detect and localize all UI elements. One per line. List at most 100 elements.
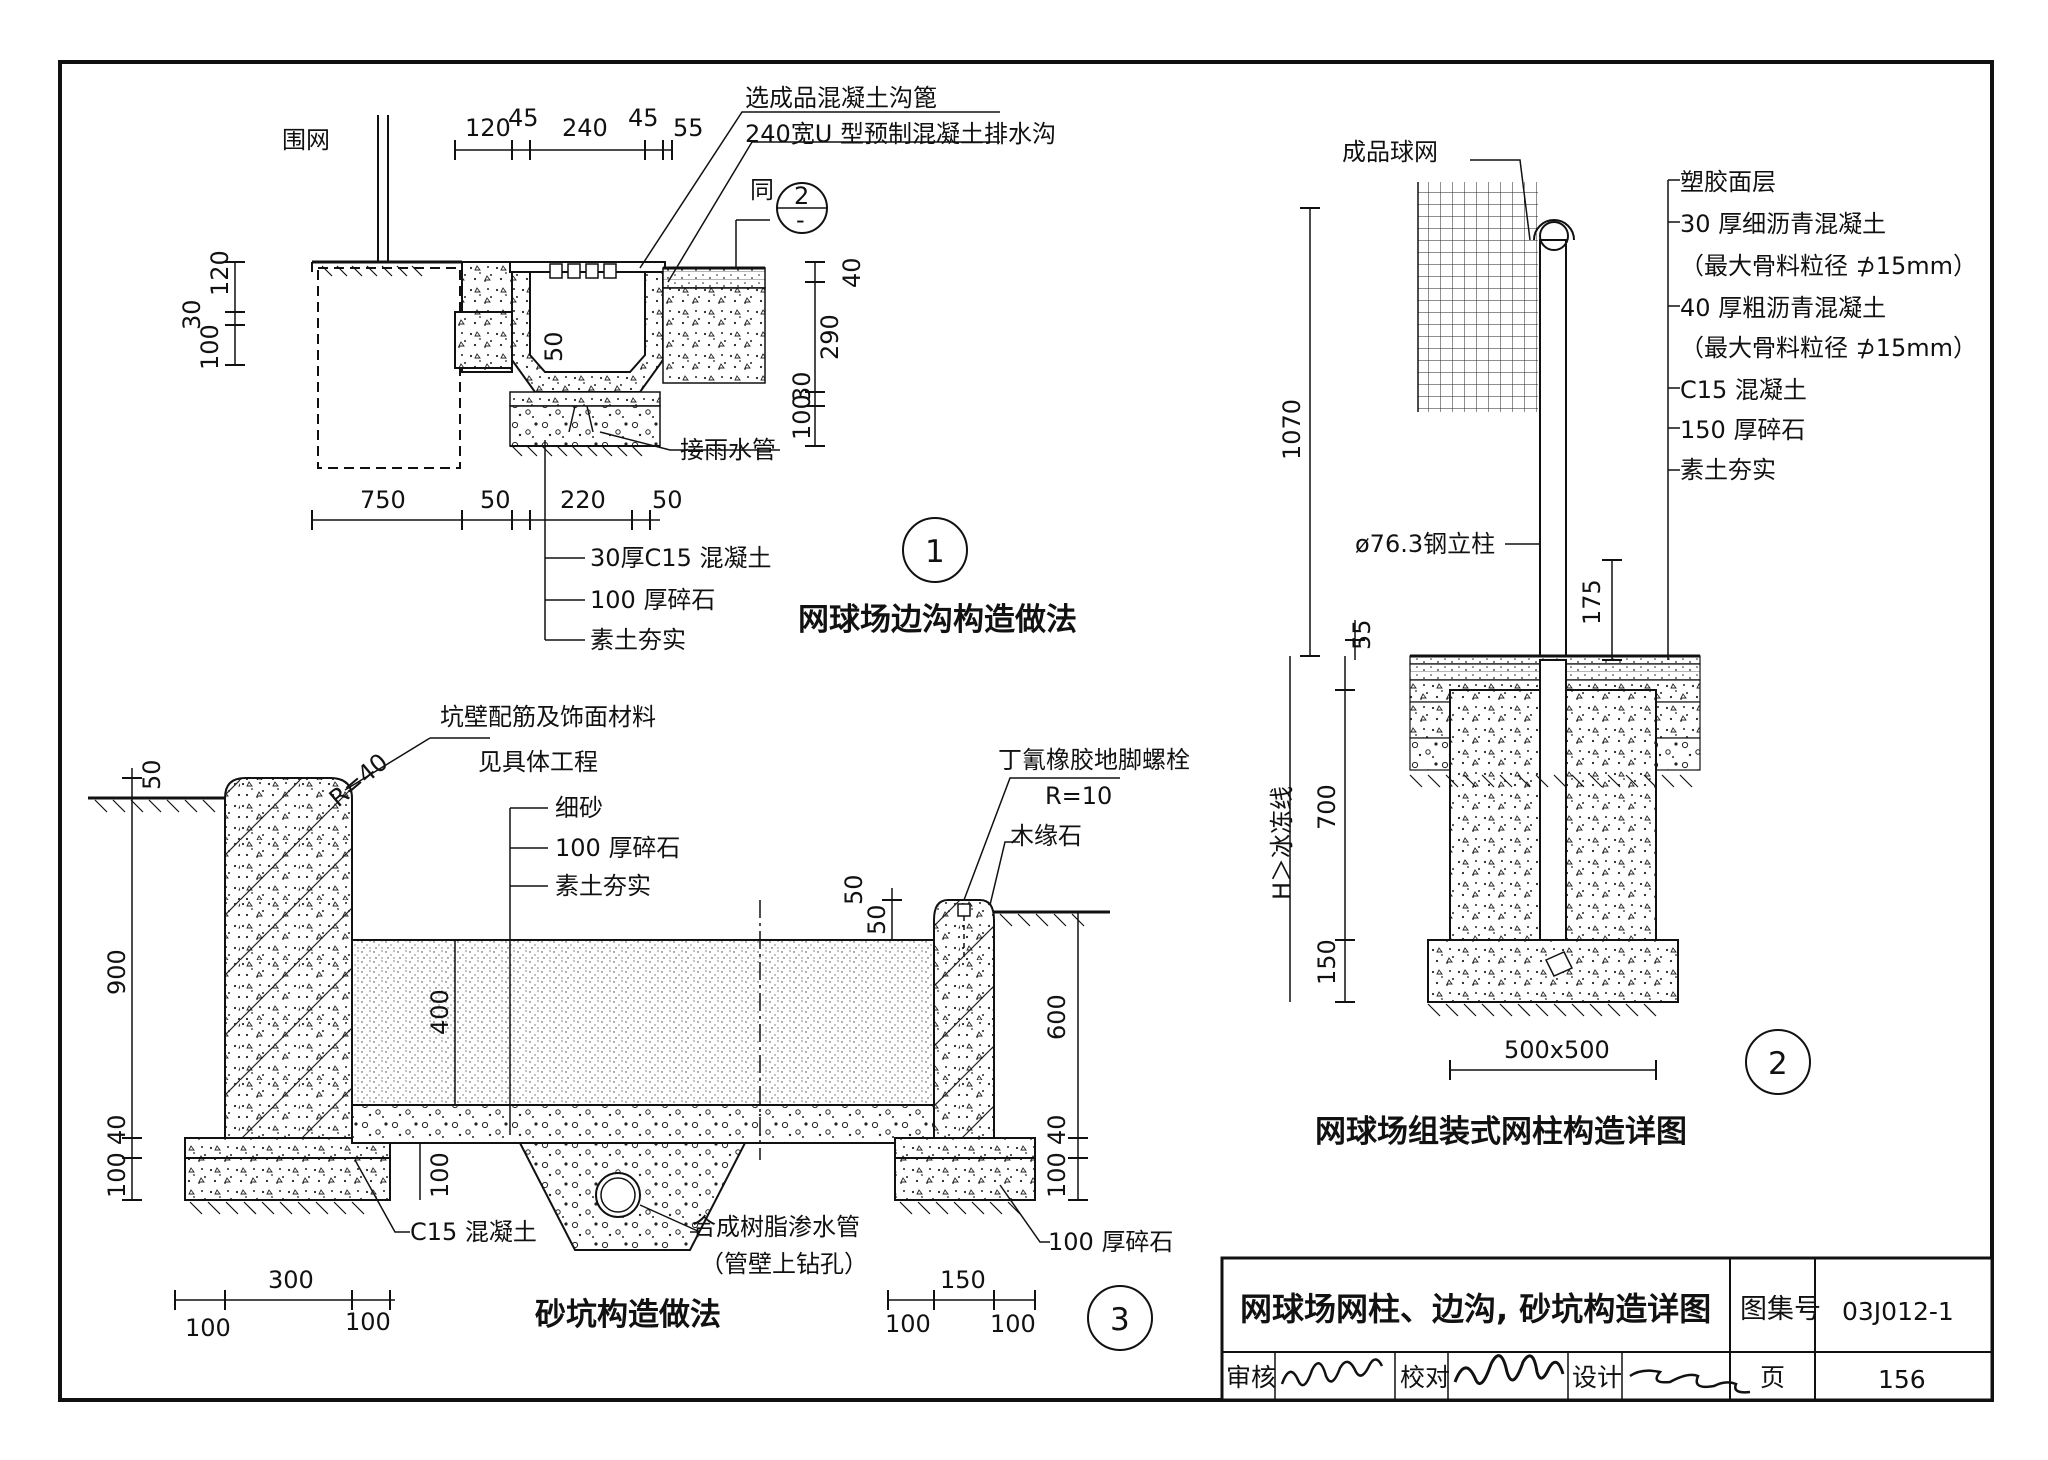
dim-d3-v50r-b: 50 xyxy=(863,904,891,935)
c15-base xyxy=(509,391,661,407)
curb-label: 木缘石 xyxy=(1010,822,1082,850)
drawing-3-title: 砂坑构造做法 xyxy=(535,1297,721,1333)
same-as-label: 同 xyxy=(750,176,774,204)
dim-d3-v900: 900 xyxy=(103,949,131,995)
sand-fill xyxy=(351,939,935,1106)
ref-circle-2 xyxy=(776,182,828,234)
dim-d1-220: 220 xyxy=(560,486,606,514)
dim-d1-45b: 45 xyxy=(628,104,659,132)
wall-note-1: 坑壁配筋及饰面材料 xyxy=(440,703,656,731)
check-label: 校对 xyxy=(1400,1363,1450,1392)
dim-d1-v30: 30 xyxy=(178,299,206,330)
d2-layer-6: C15 混凝土 xyxy=(1680,376,1807,404)
dim-d1-v120: 120 xyxy=(206,250,234,296)
dim-d3-150: 150 xyxy=(940,1266,986,1294)
d1-layer-2: 100 厚碎石 xyxy=(590,586,715,614)
atlas-label: 图集号 xyxy=(1740,1294,1821,1325)
drawing-1-side-ditch: 围网 120 xyxy=(178,84,1077,654)
ref-top: 2 xyxy=(794,182,809,210)
ref-bottom: - xyxy=(796,206,805,234)
r10-label: R=10 xyxy=(1045,782,1112,810)
bolt-label: 丁氰橡胶地脚螺栓 xyxy=(998,746,1190,774)
dim-d1-v100: 100 xyxy=(196,324,224,370)
drawing-3-sand-pit: 坑壁配筋及饰面材料 见具体工程 R=40 细砂 100 厚碎石 素土夯实 丁氰橡… xyxy=(88,703,1190,1351)
dim-d1-50b: 50 xyxy=(652,486,683,514)
drawing-1-number-circle xyxy=(902,517,968,583)
drawing-1-number: 1 xyxy=(925,534,945,570)
grate-label: 选成品混凝土沟篦 xyxy=(745,84,937,112)
page-label: 页 xyxy=(1760,1363,1785,1392)
dim-d3-v40r: 40 xyxy=(1043,1114,1071,1145)
d2-layer-4: 40 厚粗沥青混凝土 xyxy=(1680,294,1886,322)
dim-d1-v290: 290 xyxy=(816,314,844,360)
drawing-3-number: 3 xyxy=(1110,1302,1130,1338)
wooden-curb xyxy=(933,899,995,1139)
curb-gravel-label: 100 厚碎石 xyxy=(1048,1228,1173,1256)
dim-d3-v100: 100 xyxy=(103,1152,131,1198)
pit-soil-label: 素土夯实 xyxy=(555,872,651,900)
sheet-border xyxy=(58,60,1994,1402)
atlas-number: 03J012-1 xyxy=(1842,1297,1954,1326)
dim-d1-50a: 50 xyxy=(480,486,511,514)
dim-d2-1070: 1070 xyxy=(1278,399,1306,460)
dim-d3-100c: 100 xyxy=(885,1310,931,1338)
dim-d3-100d: 100 xyxy=(990,1310,1036,1338)
dim-d1-v40: 40 xyxy=(838,257,866,288)
pipe-label-1: 合成树脂渗水管 xyxy=(692,1213,860,1241)
drawing-2-number-circle xyxy=(1745,1029,1811,1095)
drawing-2-net-post: 成品球网 ø76.3钢立柱 塑胶面层 30 厚细沥青混凝土 （最大骨料粒径 xyxy=(1268,138,1977,1150)
pit-left-wall xyxy=(224,777,353,1139)
title-block: 网球场网柱、边沟, 砂坑构造详图 图集号 03J012-1 审核 校对 设计 页… xyxy=(1220,1256,1994,1402)
dim-d3-v400: 400 xyxy=(426,989,454,1035)
drawing-3-number-circle xyxy=(1087,1285,1153,1351)
dim-d2-55: 55 xyxy=(1348,619,1376,650)
drawing-1-title: 网球场边沟构造做法 xyxy=(798,602,1077,638)
channel-label: 240宽U 型预制混凝土排水沟 xyxy=(745,120,1056,148)
dim-d2-175: 175 xyxy=(1578,579,1606,625)
dim-d2-500: 500x500 xyxy=(1504,1036,1610,1064)
sand-label: 细砂 xyxy=(555,794,603,822)
signature-design xyxy=(1629,1369,1751,1394)
dim-d3-v50: 50 xyxy=(138,759,166,790)
d2-layer-1: 塑胶面层 xyxy=(1680,168,1776,196)
dim-d1-120: 120 xyxy=(465,114,511,142)
d2-layer-5: （最大骨料粒径 ⊅15mm） xyxy=(1680,334,1977,362)
dim-d2-150: 150 xyxy=(1313,939,1341,985)
dim-d3-v100r: 100 xyxy=(1043,1152,1071,1198)
dim-d3-v600: 600 xyxy=(1043,994,1071,1040)
review-label: 审核 xyxy=(1226,1363,1276,1392)
dim-d1-v50: 50 xyxy=(540,331,568,362)
signature-check xyxy=(1453,1354,1565,1386)
net-label: 成品球网 xyxy=(1342,138,1438,166)
pit-gravel xyxy=(351,1104,935,1144)
wall-note-2: 见具体工程 xyxy=(478,748,598,776)
dim-d3-100a: 100 xyxy=(185,1314,231,1342)
dim-d1-750: 750 xyxy=(360,486,406,514)
downpipe-label: 接雨水管 xyxy=(680,436,776,464)
pipe-label-2: （管壁上钻孔） xyxy=(700,1250,868,1278)
dim-d1-v30b: 30 xyxy=(788,371,816,402)
dim-d1-55: 55 xyxy=(673,114,704,142)
dim-d2-700: 700 xyxy=(1313,784,1341,830)
post-label: ø76.3钢立柱 xyxy=(1355,530,1495,558)
dim-d3-v40: 40 xyxy=(103,1114,131,1145)
c15-label: C15 混凝土 xyxy=(410,1218,537,1246)
title-block-title: 网球场网柱、边沟, 砂坑构造详图 xyxy=(1240,1290,1711,1328)
dim-d1-45a: 45 xyxy=(508,104,539,132)
design-label: 设计 xyxy=(1572,1363,1622,1392)
dim-d3-v50r-a: 50 xyxy=(840,874,868,905)
drain-pipe xyxy=(595,1172,641,1218)
dim-d3-300: 300 xyxy=(268,1266,314,1294)
tennis-net xyxy=(1418,182,1538,412)
d1-layer-1: 30厚C15 混凝土 xyxy=(590,544,771,572)
d2-layer-7: 150 厚碎石 xyxy=(1680,416,1805,444)
drawing-2-number: 2 xyxy=(1768,1046,1788,1082)
u-channel xyxy=(511,267,664,393)
fence-footing xyxy=(317,267,461,469)
dim-d3-v100b: 100 xyxy=(426,1152,454,1198)
dim-d1-v100b: 100 xyxy=(788,394,816,440)
drawing-2-title: 网球场组装式网柱构造详图 xyxy=(1315,1114,1687,1150)
dim-d1-240: 240 xyxy=(562,114,608,142)
d2-layer-8: 素土夯实 xyxy=(1680,456,1776,484)
